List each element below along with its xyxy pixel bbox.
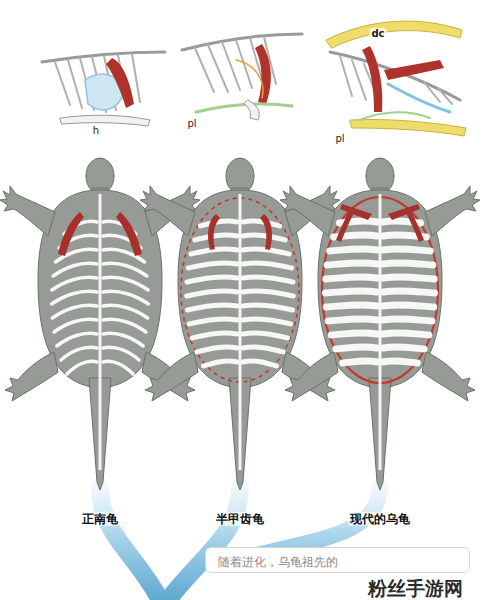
rib (383, 333, 429, 335)
rib (326, 305, 377, 307)
rib (67, 361, 97, 374)
rib (325, 291, 377, 293)
rib (383, 291, 435, 293)
rib (52, 305, 97, 318)
rib (243, 347, 283, 352)
turtle-silhouette (280, 158, 480, 490)
rib (243, 361, 276, 366)
rib (383, 249, 430, 251)
rib (243, 291, 293, 296)
rib (243, 249, 289, 254)
rib (187, 305, 237, 310)
rib (336, 347, 377, 349)
rib (243, 333, 288, 338)
rib (54, 319, 97, 332)
rib (188, 263, 237, 268)
caption-box: 随着进化，乌龟祖先的 (205, 547, 470, 573)
rib (243, 235, 285, 240)
rib (204, 361, 237, 366)
rib (192, 333, 237, 338)
rib (52, 291, 97, 304)
rib (243, 221, 280, 226)
rib-cage (322, 194, 438, 470)
watermark: 粉丝手游网 (366, 577, 465, 600)
species-name: 半甲齿龟 (214, 512, 266, 526)
rib (328, 319, 377, 321)
rib (103, 305, 148, 318)
spine (99, 194, 102, 470)
tree-branch (100, 486, 160, 600)
rib (103, 291, 148, 304)
rib (191, 249, 237, 254)
rib (187, 277, 237, 282)
rib (243, 305, 293, 310)
species-name: 正南龟 (80, 512, 120, 526)
rib (383, 319, 432, 321)
rib (57, 333, 97, 346)
rib (383, 277, 434, 279)
rib (103, 319, 146, 332)
rib (61, 347, 97, 360)
rib-cage (52, 194, 149, 470)
rib (383, 361, 417, 363)
side-view-skeleton (42, 21, 466, 136)
rib (103, 333, 143, 346)
phylogeny-tree (100, 486, 380, 600)
rib (243, 319, 291, 324)
rib (187, 291, 237, 296)
rib (327, 263, 377, 265)
rib (330, 249, 377, 251)
bone-label: h (91, 125, 101, 137)
rib (52, 277, 97, 290)
rib (331, 333, 377, 335)
bone-label: dc (369, 28, 386, 40)
rib (103, 277, 148, 290)
rib (243, 263, 292, 268)
rib (197, 347, 237, 352)
rib (326, 277, 377, 279)
bone-label: pl (333, 133, 346, 145)
rib (343, 361, 377, 363)
rib (103, 361, 133, 374)
rib-cage (181, 194, 299, 470)
rib (103, 263, 147, 276)
rib (383, 263, 433, 265)
species-name: 现代的乌龟 (348, 512, 412, 526)
rib (195, 235, 237, 240)
tree-branch (168, 486, 240, 600)
rib (383, 347, 424, 349)
rib (200, 221, 237, 226)
rib (383, 305, 434, 307)
rib (53, 263, 97, 276)
bone-label: pl (185, 118, 198, 130)
rib (189, 319, 237, 324)
rib (103, 347, 139, 360)
scapula (58, 204, 424, 256)
caption-text: 随着进化，乌龟祖先的 (218, 555, 338, 569)
rib (243, 277, 293, 282)
